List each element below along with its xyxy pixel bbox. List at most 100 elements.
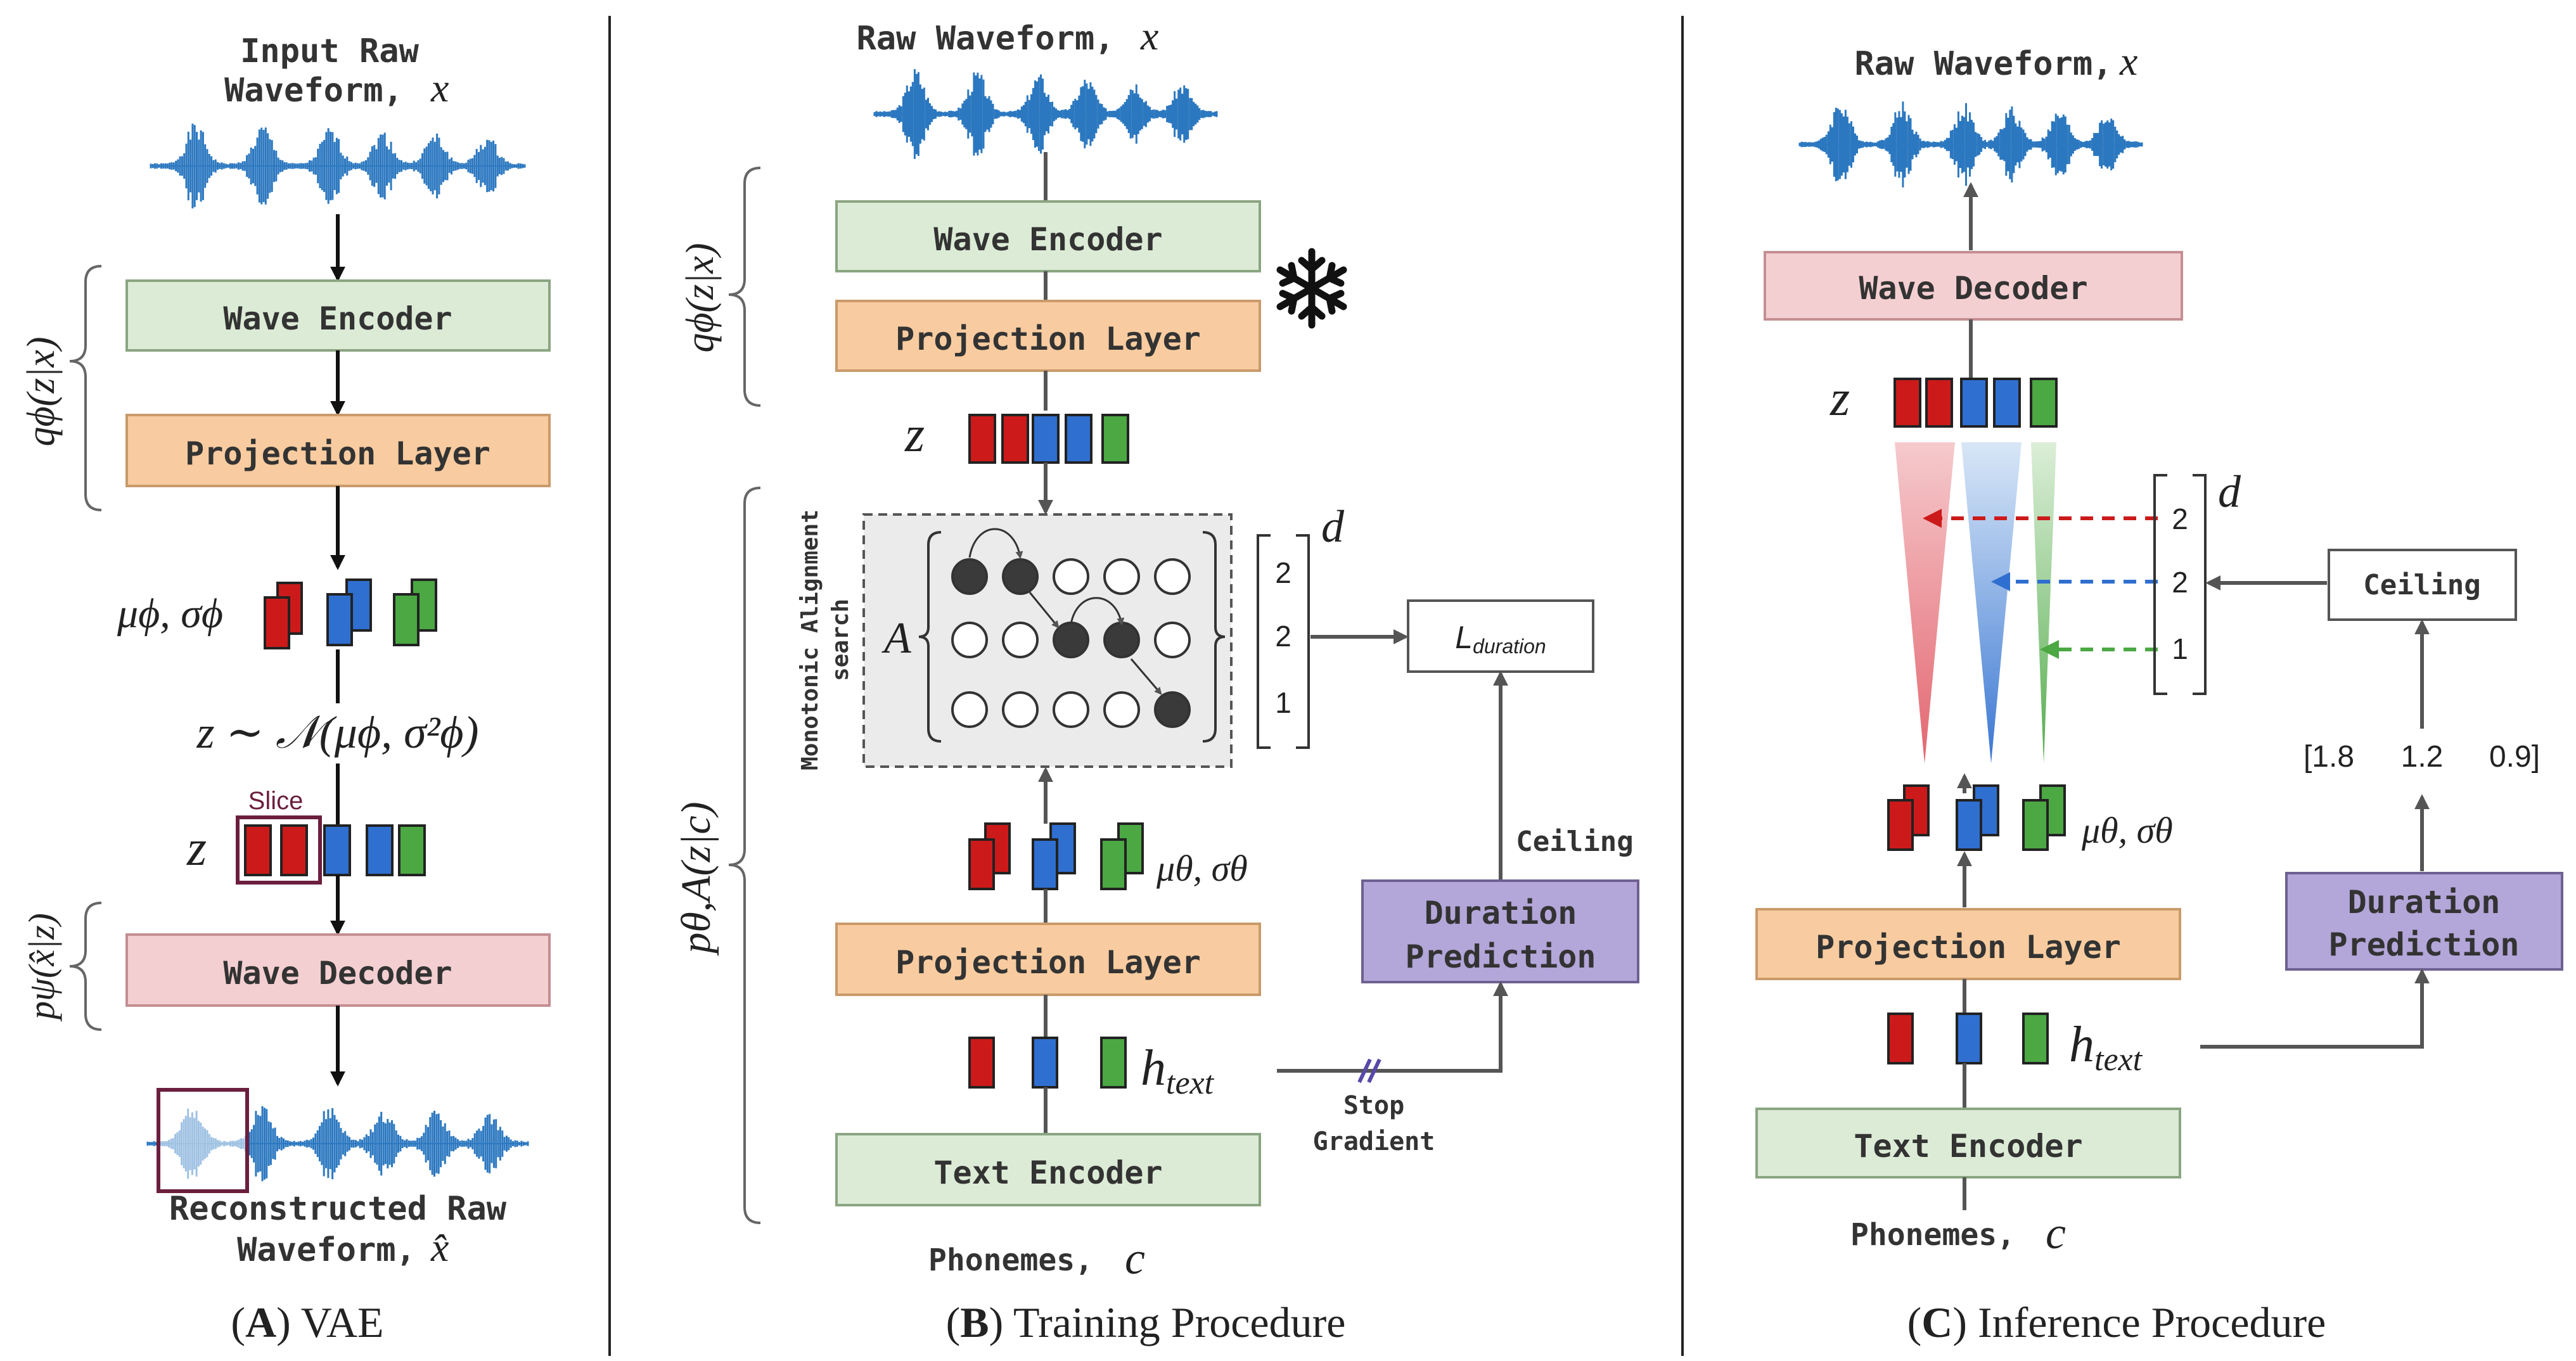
slice-label: Slice xyxy=(248,787,304,815)
stop-gradient-label-2: Gradient xyxy=(1313,1127,1435,1156)
decoder-dist-a: pψ(x̂|z) xyxy=(21,913,62,1022)
panel-a-vae: Input Raw Waveform, x qϕ(z|x) Wave Encod… xyxy=(20,32,551,1346)
encoder-dist-a: qϕ(z|x) xyxy=(20,336,63,446)
duration-value-b-1: 2 xyxy=(1275,556,1291,589)
duration-value-b-2: 2 xyxy=(1275,620,1291,653)
alignment-node xyxy=(951,691,988,728)
input-waveform-label-line1: Input Raw xyxy=(240,32,419,70)
duration-value-c-2: 2 xyxy=(2172,566,2188,599)
slice-box xyxy=(236,815,322,885)
duration-prediction-label-c-2: Prediction xyxy=(2328,926,2519,963)
duration-prediction-box-c xyxy=(2285,872,2563,971)
text-hidden-vector-c xyxy=(1887,1013,2049,1064)
arrow-htext-to-duration-b xyxy=(1277,981,1508,1073)
alignment-node xyxy=(1103,691,1140,728)
caption-c: (C) Inference Procedure xyxy=(1907,1298,2326,1346)
wave-encoder-label-a: Wave Encoder xyxy=(223,300,452,337)
prior-brace-b xyxy=(728,487,761,1224)
predicted-duration-2: 1.2 xyxy=(2401,740,2444,774)
alignment-left-brace xyxy=(918,531,942,743)
stop-gradient-label-1: Stop xyxy=(1343,1091,1404,1120)
h-text-label-c: htext xyxy=(2069,1017,2143,1078)
raw-var-c: x xyxy=(2119,39,2137,84)
projection-layer-label-a: Projection Layer xyxy=(185,435,490,472)
projection-layer-label-b-top: Projection Layer xyxy=(895,321,1201,357)
alignment-node xyxy=(1053,558,1089,595)
wave-encoder-label-b: Wave Encoder xyxy=(933,221,1162,258)
alignment-edge xyxy=(968,528,1023,559)
stacked-param-red-a xyxy=(264,582,303,649)
latent-vector-b xyxy=(968,414,1129,464)
expansion-cone-blue xyxy=(1961,442,2022,764)
alignment-node-active xyxy=(1002,558,1039,595)
panel-c-inference: Raw Waveform, x Wave Decoder z 2 2 1 d C… xyxy=(1755,39,2563,1346)
predicted-duration-1: [1.8 xyxy=(2304,740,2354,774)
alignment-node-active xyxy=(1053,622,1089,658)
alignment-node-active xyxy=(1154,691,1191,728)
mu-sigma-label-c: μθ, σθ xyxy=(2081,810,2173,851)
stacked-param-blue-b xyxy=(1032,822,1076,890)
text-encoder-label-b: Text Encoder xyxy=(933,1154,1162,1191)
raw-var-b: x xyxy=(1140,13,1158,58)
mu-sigma-label-a: μϕ, σϕ xyxy=(117,591,223,637)
caption-a: (A) VAE xyxy=(231,1298,383,1346)
duration-value-c-3: 1 xyxy=(2172,632,2188,665)
mu-sigma-label-b: μθ, σθ xyxy=(1156,848,1248,889)
duration-prediction-label-c-1: Duration xyxy=(2348,884,2501,921)
alignment-edge xyxy=(1130,658,1162,695)
wave-decoder-box-c xyxy=(1764,251,2183,321)
decoder-brace-a xyxy=(69,902,102,1031)
recon-label-line2: Waveform, xyxy=(237,1231,416,1269)
alignment-node xyxy=(1154,558,1191,595)
encoder-dist-b: qϕ(z|x) xyxy=(679,243,722,352)
predicted-duration-3: 0.9] xyxy=(2489,740,2540,774)
alignment-edge xyxy=(1070,597,1125,626)
recon-label-line1: Reconstructed Raw xyxy=(169,1190,507,1228)
reconstruct-slice-highlight xyxy=(157,1088,249,1193)
sampling-equation-a: z ∼ 𝒩(μϕ, σ²ϕ) xyxy=(196,707,478,758)
z-label-c: z xyxy=(1829,371,1850,426)
alignment-node-active xyxy=(951,558,988,595)
z-label-a: z xyxy=(186,821,207,876)
input-waveform xyxy=(150,124,526,208)
arrow-htext-to-duration-c xyxy=(2200,968,2430,1049)
duration-bracket-b xyxy=(1257,534,1310,749)
phonemes-label-c: Phonemes, xyxy=(1850,1217,2015,1253)
z-label-b: z xyxy=(904,407,925,463)
raw-waveform-label-b: Raw Waveform, xyxy=(857,20,1115,58)
mas-label-line1: Monotonic Alignment xyxy=(797,509,823,770)
stacked-param-green-b xyxy=(1100,822,1144,890)
projection-layer-box-b-bottom xyxy=(835,923,1261,996)
ceiling-label-c: Ceiling xyxy=(2363,569,2480,601)
stacked-param-green-c xyxy=(2022,784,2066,851)
text-encoder-box-b xyxy=(835,1133,1261,1206)
alignment-right-brace xyxy=(1202,531,1226,743)
stacked-param-red-c xyxy=(1887,784,1930,851)
duration-loss-box xyxy=(1407,599,1594,673)
duration-prediction-box-b xyxy=(1361,879,1639,983)
alignment-edge xyxy=(1028,592,1060,629)
phonemes-var-b: c xyxy=(1125,1233,1145,1284)
alignment-node xyxy=(951,622,988,658)
phonemes-var-c: c xyxy=(2046,1208,2066,1258)
encoder-brace-a xyxy=(69,265,102,511)
duration-value-b-3: 1 xyxy=(1275,686,1291,719)
expansion-cone-green xyxy=(2031,442,2056,764)
wave-decoder-box-a xyxy=(125,933,551,1007)
alignment-node xyxy=(1154,622,1191,658)
stop-gradient-mark xyxy=(1357,1058,1381,1083)
input-waveform-var: x xyxy=(430,65,449,110)
input-waveform-label-line2: Waveform, xyxy=(224,72,403,110)
duration-value-c-1: 2 xyxy=(2172,502,2188,535)
projection-layer-box-b-top xyxy=(835,300,1261,372)
d-label-c: d xyxy=(2218,466,2241,517)
alignment-node xyxy=(1103,558,1140,595)
alignment-node xyxy=(1002,691,1039,728)
expansion-cone-red xyxy=(1895,442,1955,764)
wave-encoder-box-b xyxy=(835,200,1261,272)
raw-waveform-c xyxy=(1798,101,2143,188)
text-hidden-vector-b xyxy=(968,1037,1127,1089)
latent-vector-a xyxy=(244,824,426,876)
alignment-node-active xyxy=(1103,622,1140,658)
